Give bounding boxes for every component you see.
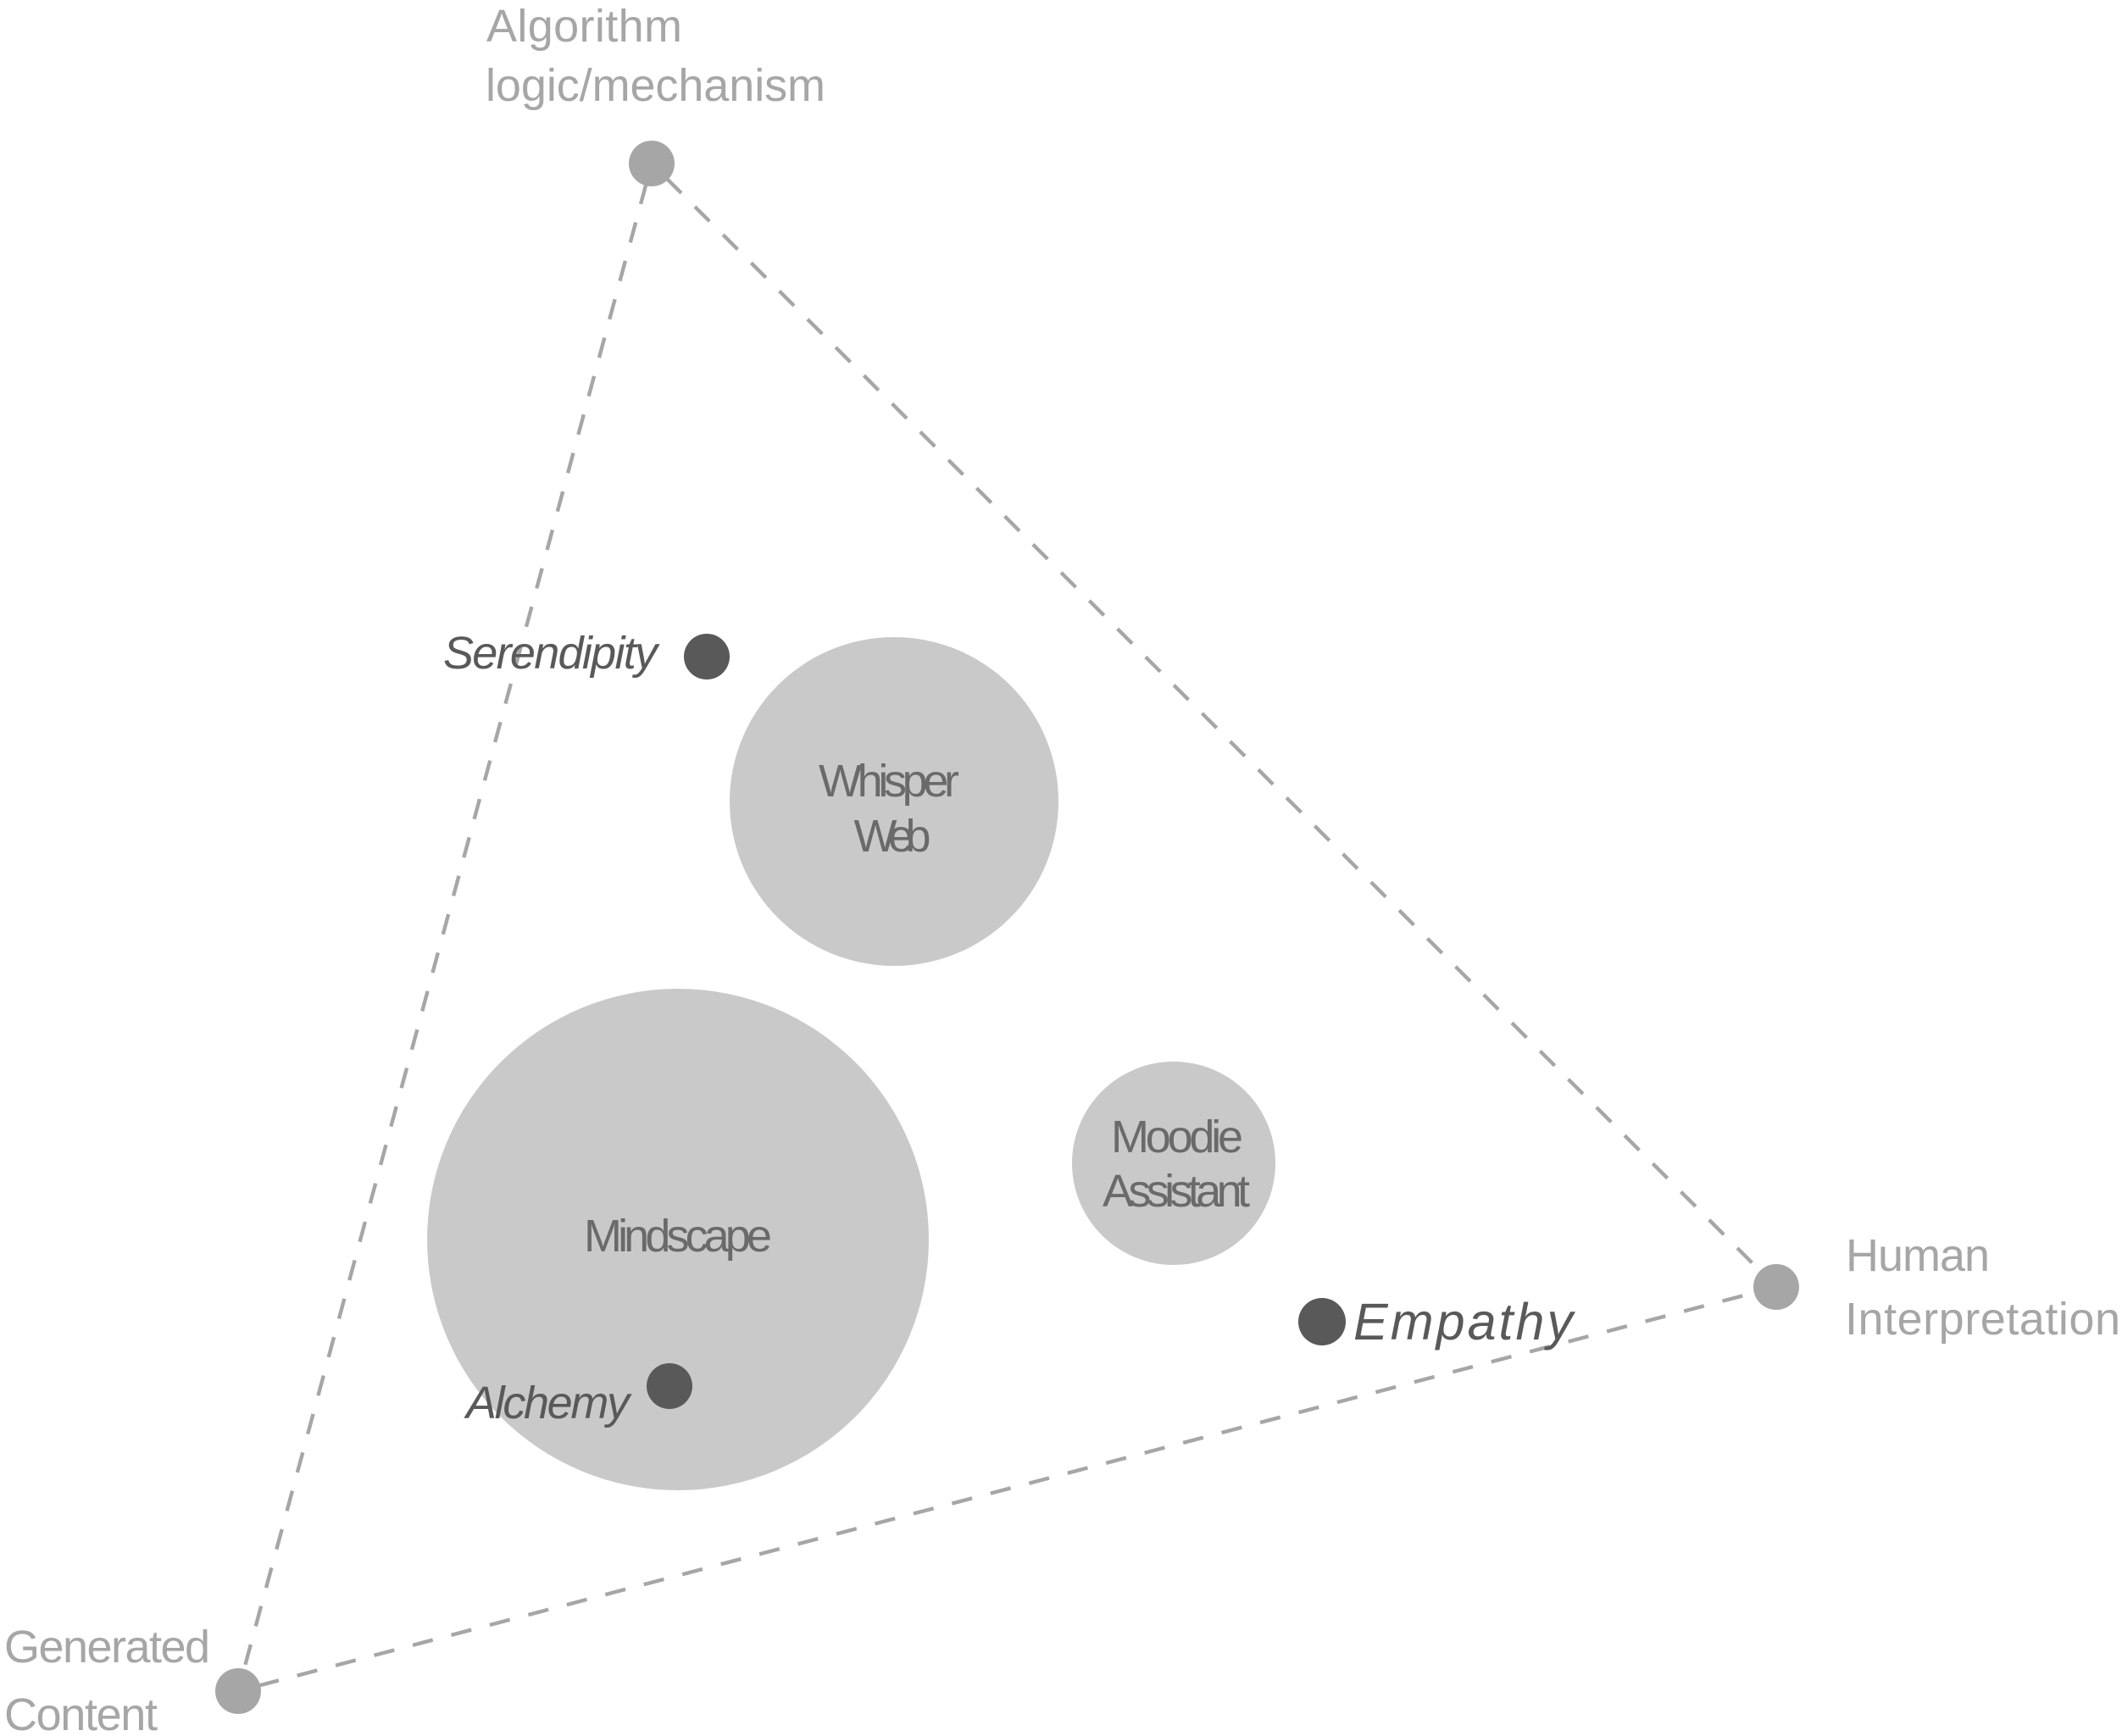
- svg-text:Content: Content: [4, 1689, 158, 1736]
- svg-text:Human: Human: [1846, 1230, 1990, 1281]
- svg-text:Mindscape: Mindscape: [584, 1211, 772, 1262]
- svg-text:Empathy: Empathy: [1353, 1293, 1576, 1351]
- svg-text:Interpretation: Interpretation: [1845, 1294, 2120, 1345]
- svg-text:Assistant: Assistant: [1103, 1166, 1250, 1217]
- svg-text:Alchemy: Alchemy: [464, 1378, 632, 1428]
- svg-text:Web: Web: [854, 811, 931, 862]
- svg-text:Whisper: Whisper: [819, 756, 959, 807]
- svg-text:logic/mechanism: logic/mechanism: [486, 60, 825, 111]
- svg-text:Generated: Generated: [4, 1622, 210, 1672]
- svg-text:Serendipity: Serendipity: [443, 628, 660, 679]
- svg-text:Moodie: Moodie: [1111, 1112, 1243, 1162]
- svg-text:Algorithm: Algorithm: [486, 1, 682, 52]
